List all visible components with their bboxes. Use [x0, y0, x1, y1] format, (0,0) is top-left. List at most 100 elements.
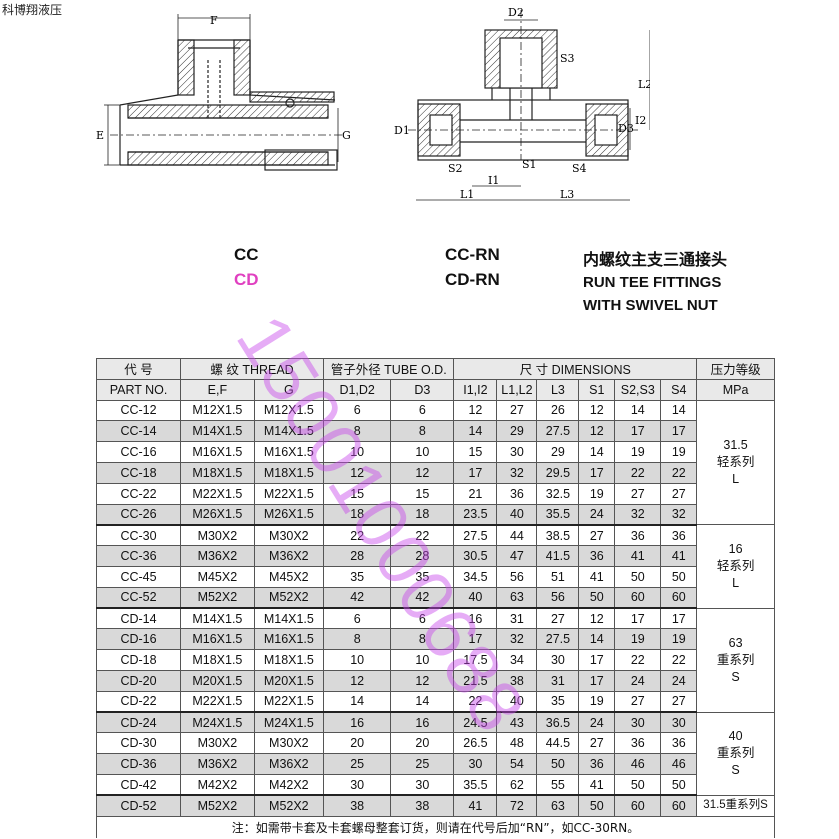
- table-cell: 22: [323, 524, 392, 547]
- table-cell: 36: [660, 732, 698, 755]
- table-cell: 36: [614, 732, 662, 755]
- table-cell: M12X1.5: [253, 399, 325, 422]
- table-cell: M36X2: [253, 753, 325, 775]
- table-cell: 15: [390, 482, 455, 505]
- table-cell: M45X2: [253, 565, 325, 588]
- header-ef: E,F: [180, 378, 255, 401]
- table-cell: 36: [578, 753, 616, 775]
- table-cell: 29: [496, 420, 538, 443]
- table-cell: M52X2: [253, 794, 325, 817]
- table-cell: 41: [614, 545, 662, 567]
- table-cell: 31: [536, 669, 580, 692]
- table-cell: 22: [660, 649, 698, 671]
- table-cell: 41: [660, 545, 698, 567]
- table-cell: M18X1.5: [253, 649, 325, 671]
- table-cell: M22X1.5: [180, 690, 255, 714]
- table-cell: 19: [614, 441, 662, 463]
- header-i1i2: I1,I2: [453, 378, 498, 401]
- header-pressure: 压力等级: [696, 358, 775, 380]
- table-cell: 19: [578, 482, 616, 505]
- right-view: [408, 10, 638, 161]
- table-cell: 12: [453, 399, 498, 422]
- table-cell: 32.5: [536, 482, 580, 505]
- header-row-1: 代 号 螺 纹 THREAD 管子外径 TUBE O.D. 尺 寸 DIMENS…: [95, 358, 775, 380]
- table-cell: 10: [390, 441, 455, 463]
- label-S2: S2: [448, 162, 463, 175]
- table-cell: 34.5: [453, 565, 498, 588]
- table-cell: 6: [390, 399, 455, 422]
- table-cell: 50: [660, 773, 698, 797]
- table-cell: 14: [390, 690, 455, 714]
- table-cell: 62: [496, 773, 538, 797]
- table-cell: M52X2: [180, 586, 255, 610]
- table-cell: 27: [536, 607, 580, 630]
- table-cell: 48: [496, 732, 538, 755]
- code-cd: CD: [234, 270, 259, 289]
- table-cell: 35.5: [536, 503, 580, 526]
- table-cell: 14: [578, 441, 616, 463]
- part-number-cell: CC-30: [95, 524, 182, 547]
- table-cell: 60: [660, 586, 698, 610]
- table-cell: 50: [578, 794, 616, 817]
- part-number-cell: CC-45: [95, 565, 182, 588]
- table-cell: 35: [536, 690, 580, 714]
- table-cell: 10: [323, 649, 392, 671]
- table-cell: 27: [614, 690, 662, 714]
- table-cell: 32: [496, 628, 538, 651]
- label-S3: S3: [560, 52, 575, 65]
- table-cell: 34: [496, 649, 538, 671]
- part-number-cell: CC-14: [95, 420, 182, 443]
- table-cell: 28: [323, 545, 392, 567]
- table-cell: 8: [390, 628, 455, 651]
- code-cd-rn: CD-RN: [445, 270, 500, 289]
- table-cell: 63: [536, 794, 580, 817]
- pressure-line: S: [731, 669, 740, 684]
- table-cell: 17: [578, 461, 616, 484]
- table-cell: 36: [496, 482, 538, 505]
- part-number-cell: CD-16: [95, 628, 182, 651]
- title-english-line2: WITH SWIVEL NUT: [583, 297, 718, 314]
- table-cell: 30: [614, 711, 662, 734]
- table-cell: 30: [660, 711, 698, 734]
- header-d1d2: D1,D2: [323, 378, 392, 401]
- table-cell: 25: [390, 753, 455, 775]
- table-cell: 14: [578, 628, 616, 651]
- table-cell: 17: [614, 607, 662, 630]
- table-cell: M22X1.5: [253, 690, 325, 714]
- note-row: 注：如需带卡套及卡套螺母整套订货，则请在代号后加“RN”，如CC-30RN。: [96, 815, 775, 839]
- part-number-cell: CC-18: [95, 461, 182, 484]
- table-cell: 12: [578, 399, 616, 422]
- table-cell: 27.5: [536, 420, 580, 443]
- table-cell: 44: [496, 524, 538, 547]
- table-cell: M24X1.5: [180, 711, 255, 734]
- table-cell: 43: [496, 711, 538, 734]
- header-d3: D3: [390, 378, 455, 401]
- table-cell: 50: [578, 586, 616, 610]
- table-cell: 25: [323, 753, 392, 775]
- label-E: E: [96, 129, 104, 142]
- table-cell: 46: [614, 753, 662, 775]
- table-cell: 18: [390, 503, 455, 526]
- table-cell: M12X1.5: [180, 399, 255, 422]
- table-cell: 27: [614, 482, 662, 505]
- table-cell: 14: [323, 690, 392, 714]
- table-cell: 10: [390, 649, 455, 671]
- table-cell: 17: [578, 669, 616, 692]
- table-cell: 29: [536, 441, 580, 463]
- table-cell: 14: [660, 399, 698, 422]
- pressure-line: 轻系列: [716, 454, 755, 469]
- table-cell: 17: [578, 649, 616, 671]
- pressure-line: 40: [728, 729, 743, 744]
- header-part-code: 代 号: [95, 358, 182, 380]
- table-cell: M45X2: [180, 565, 255, 588]
- table-cell: 16: [453, 607, 498, 630]
- table-cell: M16X1.5: [253, 441, 325, 463]
